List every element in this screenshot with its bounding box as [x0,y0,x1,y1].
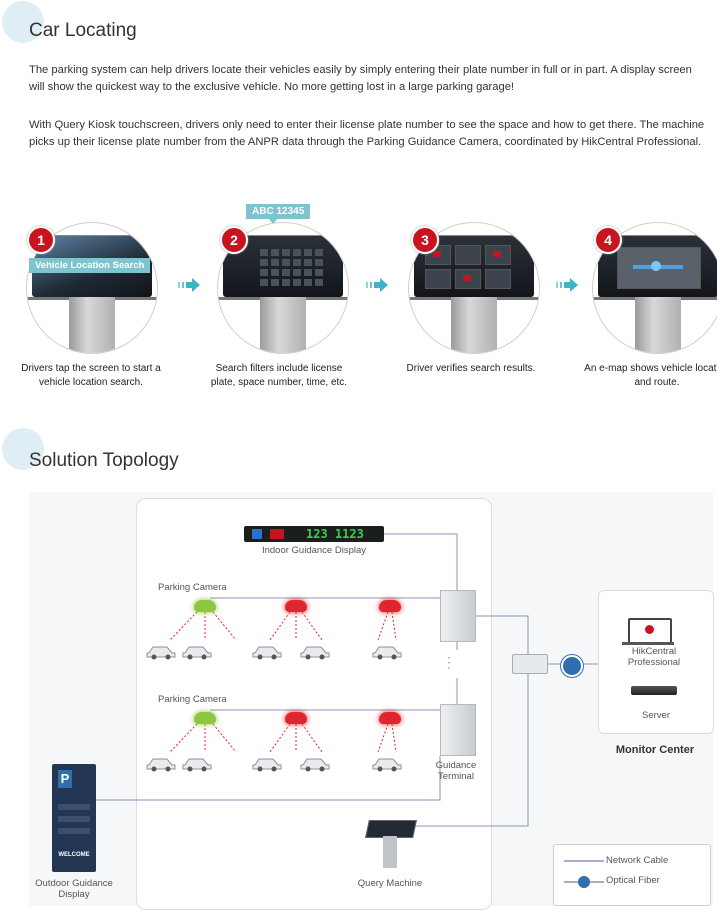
parking-camera-label-1: Parking Camera [158,582,227,593]
more-dots: ··· [447,650,451,674]
query-machine-label: Query Machine [357,878,423,889]
step-4-caption: An e-map shows vehicle location and rout… [584,363,717,388]
arrow-right-icon [366,278,388,292]
plate-callout: ABC 12345 [246,204,311,219]
monitor-center-box [598,590,714,734]
optical-fiber-legend-icon [564,876,604,888]
step-1-caption: Drivers tap the screen to start a vehicl… [21,363,161,388]
optical-fiber-icon [561,655,583,677]
outdoor-guidance-display: P WELCOME [52,764,96,872]
parking-camera-icon [379,712,401,724]
callout-pointer [268,218,278,224]
legend-network-cable: Network Cable [606,855,669,866]
parking-camera-icon [194,712,216,724]
server-icon [631,686,677,695]
step-3-badge: 3 [411,226,439,254]
car-icon [182,758,212,772]
arrow-right-icon [178,278,200,292]
car-icon [146,758,176,772]
car-icon [252,646,282,660]
led-readout: 123 1123 [306,527,364,541]
paragraph-kiosk: With Query Kiosk touchscreen, drivers on… [29,119,705,148]
car-icon [372,758,402,772]
step-2-caption: Search filters include license plate, sp… [210,363,348,388]
hikcentral-laptop-icon [628,618,672,644]
guidance-terminal-label: Guidance Terminal [435,760,477,782]
step-3-caption: Driver verifies search results. [406,363,536,374]
step-4-illustration [592,222,717,354]
hikcentral-label: HikCentral Professional [627,646,681,668]
section-title-car-locating: Car Locating [29,20,137,41]
car-icon [182,646,212,660]
outdoor-welcome-text: WELCOME [58,852,90,858]
guidance-terminal-icon [440,590,476,642]
decorative-circle [2,1,44,43]
network-cable-legend-icon [564,860,604,862]
step-4-badge: 4 [594,226,622,254]
arrow-right-icon [556,278,578,292]
step-2-badge: 2 [220,226,248,254]
query-machine-post [383,836,397,868]
monitor-center-label: Monitor Center [615,744,695,756]
server-label: Server [642,710,670,721]
car-icon [300,758,330,772]
legend-optical-fiber: Optical Fiber [606,875,660,886]
parking-camera-icon [379,600,401,612]
parking-site-area [136,498,492,910]
section-title-topology: Solution Topology [29,450,179,471]
outdoor-display-label: Outdoor Guidance Display [35,878,113,900]
parking-camera-label-2: Parking Camera [158,694,227,705]
legend: Network Cable Optical Fiber [553,844,711,906]
parking-camera-icon [285,712,307,724]
decorative-circle [2,428,44,470]
car-icon [146,646,176,660]
laptop-base [622,642,674,645]
car-icon [372,646,402,660]
step-1-badge: 1 [27,226,55,254]
network-switch-icon [512,654,548,674]
guidance-terminal-icon [440,704,476,756]
vehicle-location-search-overlay: Vehicle Location Search [29,258,151,273]
car-icon [300,646,330,660]
parking-camera-icon [285,600,307,612]
parking-camera-icon [194,600,216,612]
car-icon [252,758,282,772]
indoor-display-label: Indoor Guidance Display [261,545,367,556]
indoor-guidance-display: 123 1123 [244,526,384,542]
paragraph-intro: The parking system can help drivers loca… [29,64,692,93]
